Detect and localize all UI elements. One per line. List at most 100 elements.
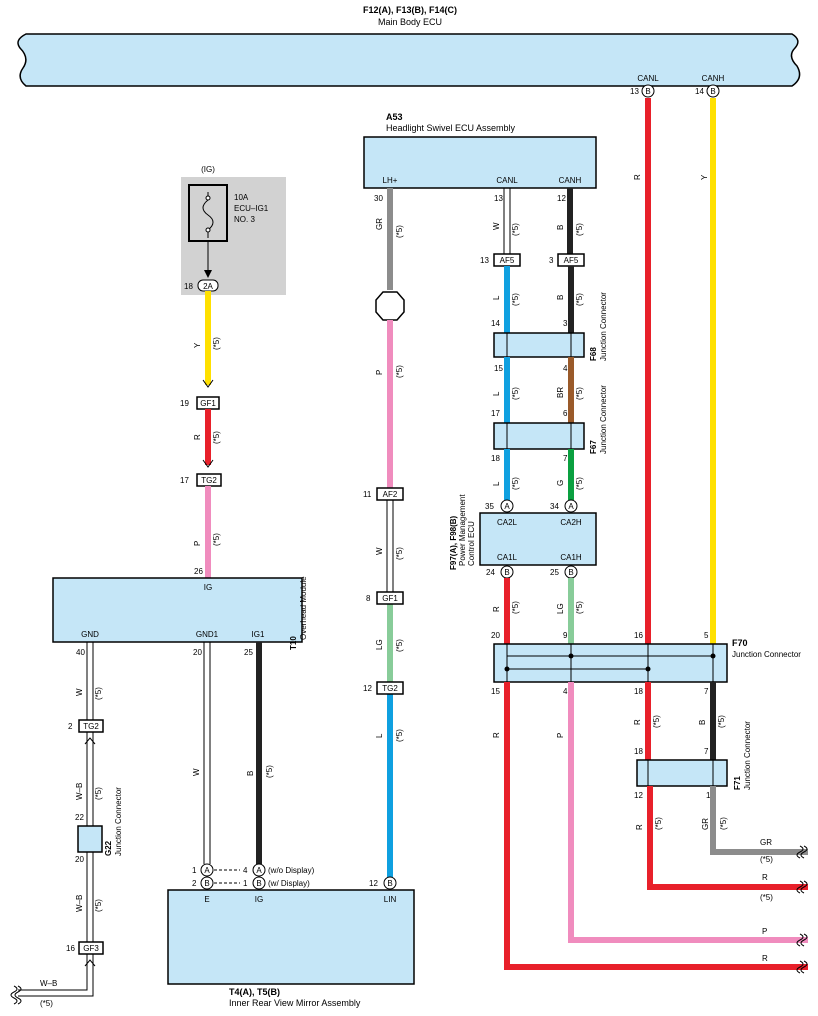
wire-label-l2: L [492,391,501,396]
main-pin-canl-label: CANL [637,74,659,83]
tg2-b-num: 12 [363,684,372,693]
af5-left-num: 13 [480,256,489,265]
af2-num: 11 [363,490,372,499]
wire-label-out-r: R [492,732,501,738]
gf3-code: GF3 [83,944,99,953]
wire-label-canl-r: R [633,174,642,180]
note-pm-lg: (*5) [575,601,584,614]
main-ecu-ref: F12(A), F13(B), F14(C) [363,5,457,15]
fuse-rating: 10A [234,193,249,202]
f67-junction-box [493,422,585,450]
f70-dot-3 [645,666,651,672]
note-fuse-r: (*5) [212,431,221,444]
af5-right-code: AF5 [564,256,579,265]
f70-dot-4 [710,653,716,659]
gf3-num: 16 [66,944,75,953]
wire-label-fuse-p: P [193,541,202,546]
f71-junction-box [636,759,728,787]
wire-label-pm-lg: LG [556,603,565,614]
main-pin-canh-label: CANH [702,74,725,83]
f71-bot-1: 1 [706,791,711,800]
break-mark-p [796,933,808,947]
hl-pin-canh: CANH [559,176,582,185]
hl-pin-canl: CANL [496,176,518,185]
wire-label-f70-r: R [633,719,642,725]
out-pink-wire [568,682,808,943]
f71-red-out [647,786,808,890]
tg2-a-num: 17 [180,476,189,485]
tg2-c-connector [78,719,104,733]
right-label-r: R [762,873,768,882]
f70-top-5: 5 [704,631,709,640]
f71-gray-out [710,786,808,855]
note-g: (*5) [575,477,584,490]
main-pin14-connector [706,84,720,98]
pmc-pin34-connector [564,499,578,513]
f68-name: Junction Connector [599,292,608,361]
note-canh-b: (*5) [575,223,584,236]
mirror-row-a-conn-left: A [204,866,210,875]
note-hl-w: (*5) [395,547,404,560]
wire-label-g: G [556,480,565,486]
pmc-ref: F97(A), F98(B) [449,515,458,570]
f68-num-14: 14 [491,319,500,328]
gf1-b-connector [376,591,404,605]
note-hl-lg: (*5) [395,639,404,652]
f67-num-18: 18 [491,454,500,463]
hl-num-30: 30 [374,194,383,203]
wire-label-fuse-y: Y [193,342,202,348]
note-pm-r: (*5) [511,601,520,614]
right-label-r2: R [762,954,768,963]
wire-label-hl-lg: LG [375,639,384,650]
f68-junction-box [493,332,585,358]
note-f71-gr: (*5) [719,817,728,830]
f70-dot-1 [504,666,510,672]
overhead-module-box [52,577,303,643]
break-mark-r2 [796,960,808,974]
note-canl-w: (*5) [511,223,520,236]
headlight-ecu-ref: A53 [386,112,403,122]
wire-label-l1: L [492,295,501,300]
fuse-pin-bottom [205,227,211,233]
f70-bot-7: 7 [704,687,709,696]
main-pin14-conn: B [710,87,715,96]
break-mark-r [796,880,808,894]
note-l3: (*5) [511,477,520,490]
gf1-a-code: GF1 [200,399,216,408]
f70-bot-4: 4 [563,687,568,696]
f67-num-6: 6 [563,409,568,418]
fuse-name-1: ECU–IG1 [234,204,269,213]
mirror-assembly-box [167,889,415,985]
wire-label-f71-r: R [635,824,644,830]
gf1-b-num: 8 [366,594,371,603]
note-fuse-p: (*5) [212,533,221,546]
mirror-row-b-num-left: 2 [192,879,197,888]
mirror-row-b-num-right: 1 [243,879,248,888]
wire-label-gnd-wb2: W–B [75,895,84,912]
f70-top-16: 16 [634,631,643,640]
hl-num-12: 12 [557,194,566,203]
note-br: (*5) [575,387,584,400]
mirror-pin-e: E [204,895,209,904]
mirror-row-b-right-connector [252,876,266,890]
pmc-pin35-num: 35 [485,502,494,511]
f67-num-7: 7 [563,454,568,463]
mirror-lin-num: 12 [369,879,378,888]
mirror-row-a-num-right: 4 [243,866,248,875]
overhead-num-20: 20 [193,648,202,657]
mirror-lin-connector [383,876,397,890]
fuse-symbol [202,192,214,238]
wire-label-ig1-b: B [246,771,255,776]
wire-label-l3: L [492,481,501,486]
fuse-source: (IG) [201,165,215,174]
pmc-pin24-num: 24 [486,568,495,577]
fuse-pin-top [205,195,211,201]
f68-num-4: 4 [563,364,568,373]
fuse-conn: 2A [203,282,213,291]
pmc-pin35-connector [500,499,514,513]
wire-label-hl-l: L [375,733,384,738]
pmc-pin-ca2l: CA2L [497,518,518,527]
pmc-pin34-conn: A [568,502,574,511]
fuse-bg [181,177,286,295]
pmc-pin34-num: 34 [550,502,559,511]
